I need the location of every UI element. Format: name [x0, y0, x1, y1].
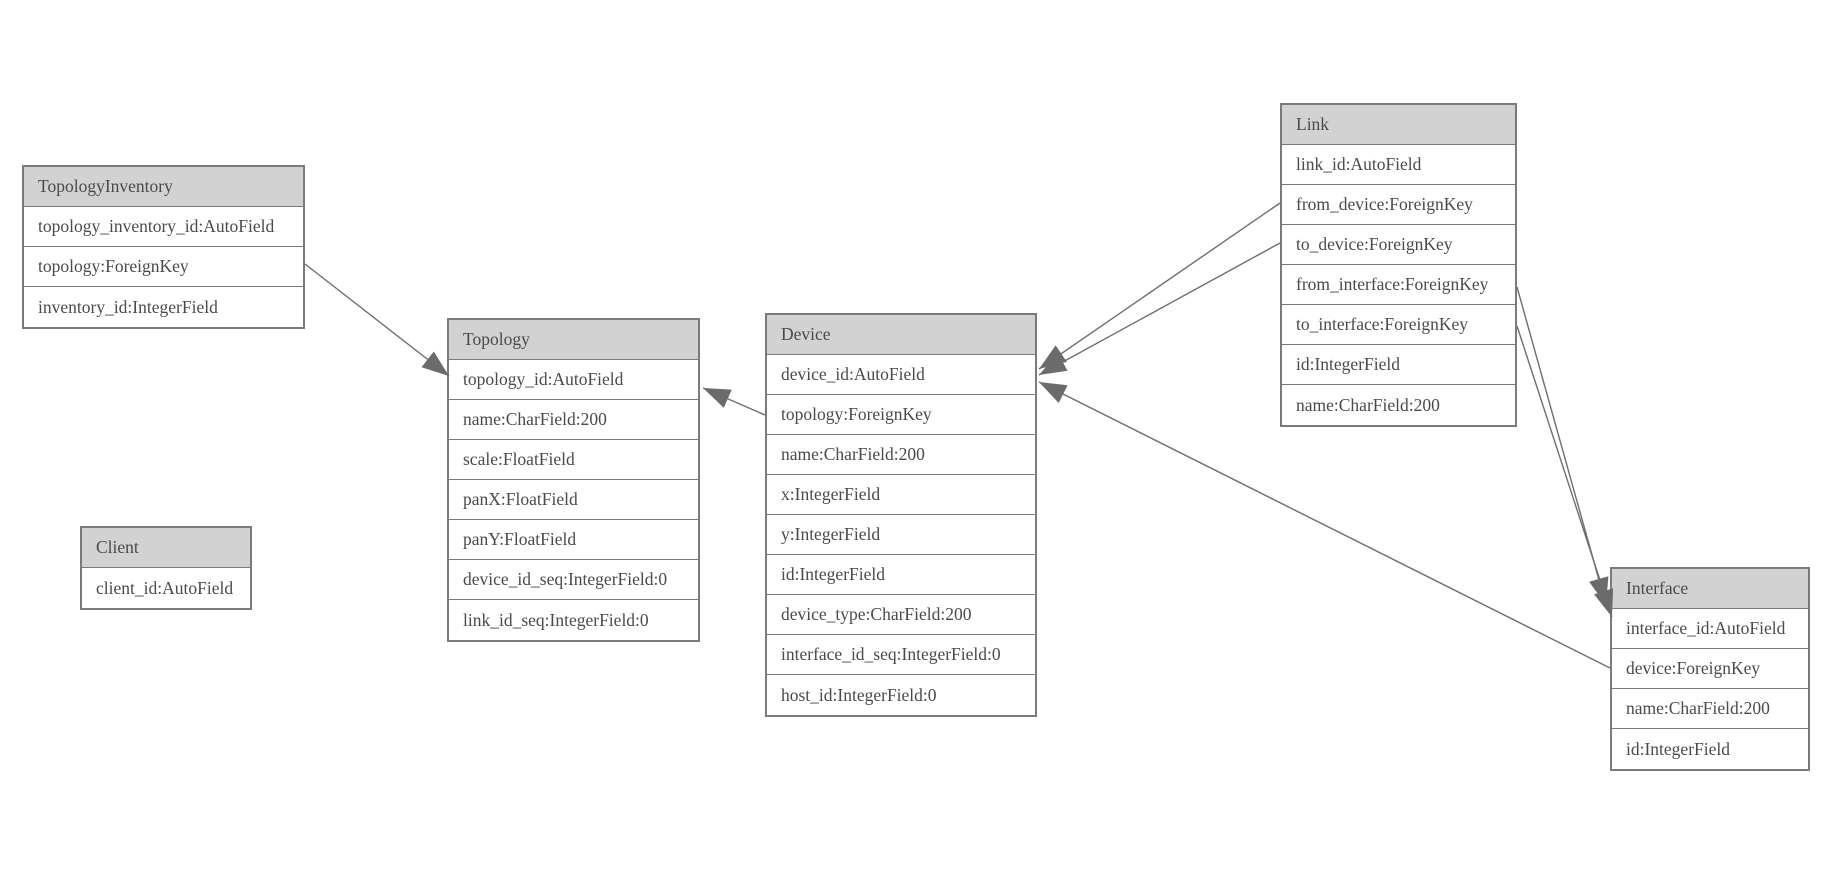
- entity-field-row: x:IntegerField: [767, 475, 1035, 515]
- entity-field-row: device_id:AutoField: [767, 355, 1035, 395]
- entity-field-row: id:IntegerField: [767, 555, 1035, 595]
- edge-line: [1038, 202, 1281, 370]
- entity-field-row: device_id_seq:IntegerField:0: [449, 560, 698, 600]
- entity-title: Client: [82, 528, 250, 568]
- entity-field-row: to_device:ForeignKey: [1282, 225, 1515, 265]
- entity-field-row: name:CharField:200: [449, 400, 698, 440]
- entity-field-row: device_type:CharField:200: [767, 595, 1035, 635]
- entity-title: Link: [1282, 105, 1515, 145]
- entity-field-row: link_id_seq:IntegerField:0: [449, 600, 698, 640]
- edge-link-to_device-device: [1038, 242, 1281, 376]
- entity-field-row: scale:FloatField: [449, 440, 698, 480]
- entity-field-row: device:ForeignKey: [1612, 649, 1808, 689]
- entity-field-row: name:CharField:200: [767, 435, 1035, 475]
- edge-link-from_interface-interface: [1516, 286, 1609, 606]
- arrowhead-icon: [703, 388, 732, 408]
- entity-field-row: topology_inventory_id:AutoField: [24, 207, 303, 247]
- entity-field-row: to_interface:ForeignKey: [1282, 305, 1515, 345]
- entity-field-row: topology:ForeignKey: [767, 395, 1035, 435]
- edge-line: [702, 387, 766, 416]
- entity-field-row: topology_id:AutoField: [449, 360, 698, 400]
- arrowhead-icon: [1589, 576, 1609, 605]
- arrowhead-icon: [1039, 382, 1068, 403]
- entity-field-row: inventory_id:IntegerField: [24, 287, 303, 327]
- arrowhead-icon: [1039, 345, 1067, 369]
- entity-field-row: id:IntegerField: [1612, 729, 1808, 769]
- entity-field-row: from_interface:ForeignKey: [1282, 265, 1515, 305]
- entity-field-row: panX:FloatField: [449, 480, 698, 520]
- entity-title: Device: [767, 315, 1035, 355]
- entity-field-row: topology:ForeignKey: [24, 247, 303, 287]
- edge-link-from_device-device: [1038, 202, 1281, 370]
- entity-field-row: name:CharField:200: [1282, 385, 1515, 425]
- entity-title: Topology: [449, 320, 698, 360]
- edge-device-topology: [702, 387, 766, 416]
- edge-line: [1038, 242, 1281, 376]
- entity-title: TopologyInventory: [24, 167, 303, 207]
- entity-field-row: interface_id_seq:IntegerField:0: [767, 635, 1035, 675]
- entity-field-row: link_id:AutoField: [1282, 145, 1515, 185]
- edge-link-to_interface-interface: [1516, 325, 1614, 618]
- edge-line: [304, 263, 450, 377]
- entity-field-row: y:IntegerField: [767, 515, 1035, 555]
- entity-field-row: interface_id:AutoField: [1612, 609, 1808, 649]
- arrowhead-icon: [421, 351, 449, 376]
- edge-line: [1516, 325, 1613, 618]
- edge-line: [1516, 286, 1607, 606]
- entity-field-row: host_id:IntegerField:0: [767, 675, 1035, 715]
- edge-topologyinventory-topology: [304, 263, 450, 377]
- entity-field-row: id:IntegerField: [1282, 345, 1515, 385]
- entity-field-row: from_device:ForeignKey: [1282, 185, 1515, 225]
- arrowhead-icon: [1039, 353, 1068, 375]
- entity-field-row: panY:FloatField: [449, 520, 698, 560]
- entity-title: Interface: [1612, 569, 1808, 609]
- entity-field-row: client_id:AutoField: [82, 568, 250, 608]
- entity-field-row: name:CharField:200: [1612, 689, 1808, 729]
